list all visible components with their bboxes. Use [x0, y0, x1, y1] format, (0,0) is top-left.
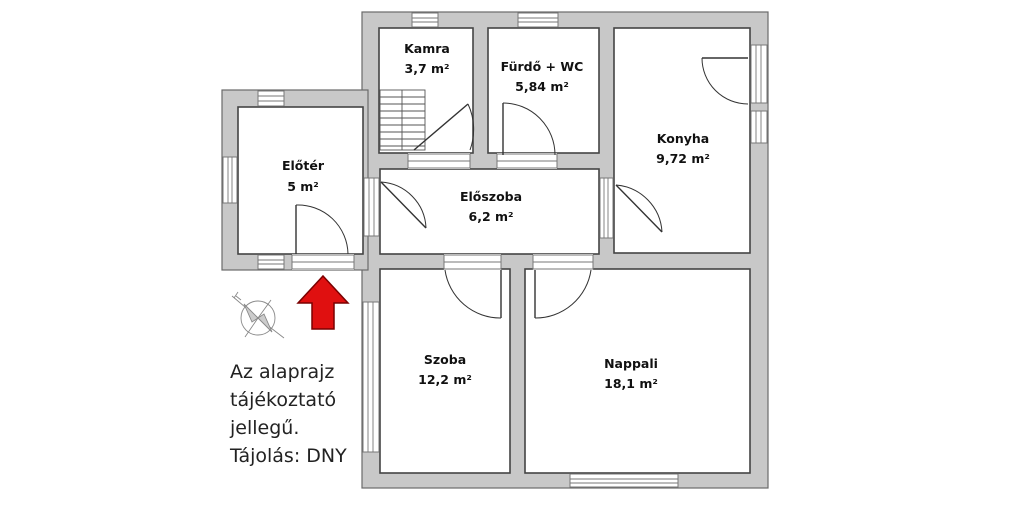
door-eloter-entrance [291, 204, 355, 270]
label-konyha-name: Konyha [657, 131, 709, 146]
label-eloter-name: Előtér [282, 158, 325, 173]
label-nappali-name: Nappali [604, 356, 658, 371]
room-floors [237, 27, 751, 474]
label-furdo-name: Fürdő + WC [501, 59, 584, 74]
note-line: jellegű. [230, 417, 300, 439]
doors [291, 57, 749, 319]
windows [222, 12, 768, 488]
window-top-kamra [411, 12, 439, 28]
staircase [379, 89, 426, 151]
window-top-eloter [257, 90, 285, 107]
label-eloter-area: 5 m² [287, 179, 319, 194]
room-konyha [613, 27, 751, 254]
door-kamra-swing [413, 103, 475, 151]
label-furdo-area: 5,84 m² [515, 79, 569, 94]
window-left-eloter [222, 156, 238, 204]
door-konyha-top [701, 57, 749, 105]
door-szoba [443, 254, 502, 319]
compass-rose-icon [231, 291, 285, 339]
window-bottom-eloter [257, 254, 285, 270]
opening-eloter-eloszoba [363, 177, 380, 237]
room-szoba [379, 268, 511, 474]
door-furdo [496, 102, 558, 169]
window-left-szoba [362, 301, 380, 453]
label-kamra-name: Kamra [404, 41, 450, 56]
label-szoba-name: Szoba [424, 352, 466, 367]
room-eloter [237, 106, 364, 255]
note-line: Tájolás: DNY [230, 445, 347, 467]
room-nappali [524, 268, 751, 474]
room-furdo-wc [487, 27, 600, 154]
window-right-konyha-mid [750, 110, 768, 144]
window-right-konyha-top [750, 44, 768, 104]
disclaimer-note: Az alaprajz tájékoztató jellegű. Tájolás… [230, 358, 347, 470]
door-kamra [407, 153, 471, 169]
window-top-furdo [517, 12, 559, 28]
door-nappali [532, 254, 594, 319]
door-konyha [615, 184, 663, 233]
entrance-arrow-icon [296, 274, 350, 330]
label-szoba-area: 12,2 m² [418, 372, 472, 387]
window-bottom-nappali [569, 473, 679, 488]
label-konyha-area: 9,72 m² [656, 151, 710, 166]
note-line: tájékoztató [230, 389, 337, 411]
label-nappali-area: 18,1 m² [604, 376, 658, 391]
label-eloszoba-name: Előszoba [460, 189, 522, 204]
note-line: Az alaprajz [230, 361, 335, 383]
label-kamra-area: 3,7 m² [405, 61, 450, 76]
opening-eloszoba-konyha [599, 177, 614, 239]
label-eloszoba-area: 6,2 m² [469, 209, 514, 224]
room-labels: Kamra 3,7 m² Fürdő + WC 5,84 m² Konyha 9… [282, 41, 710, 391]
door-eloszoba-left [380, 181, 427, 229]
